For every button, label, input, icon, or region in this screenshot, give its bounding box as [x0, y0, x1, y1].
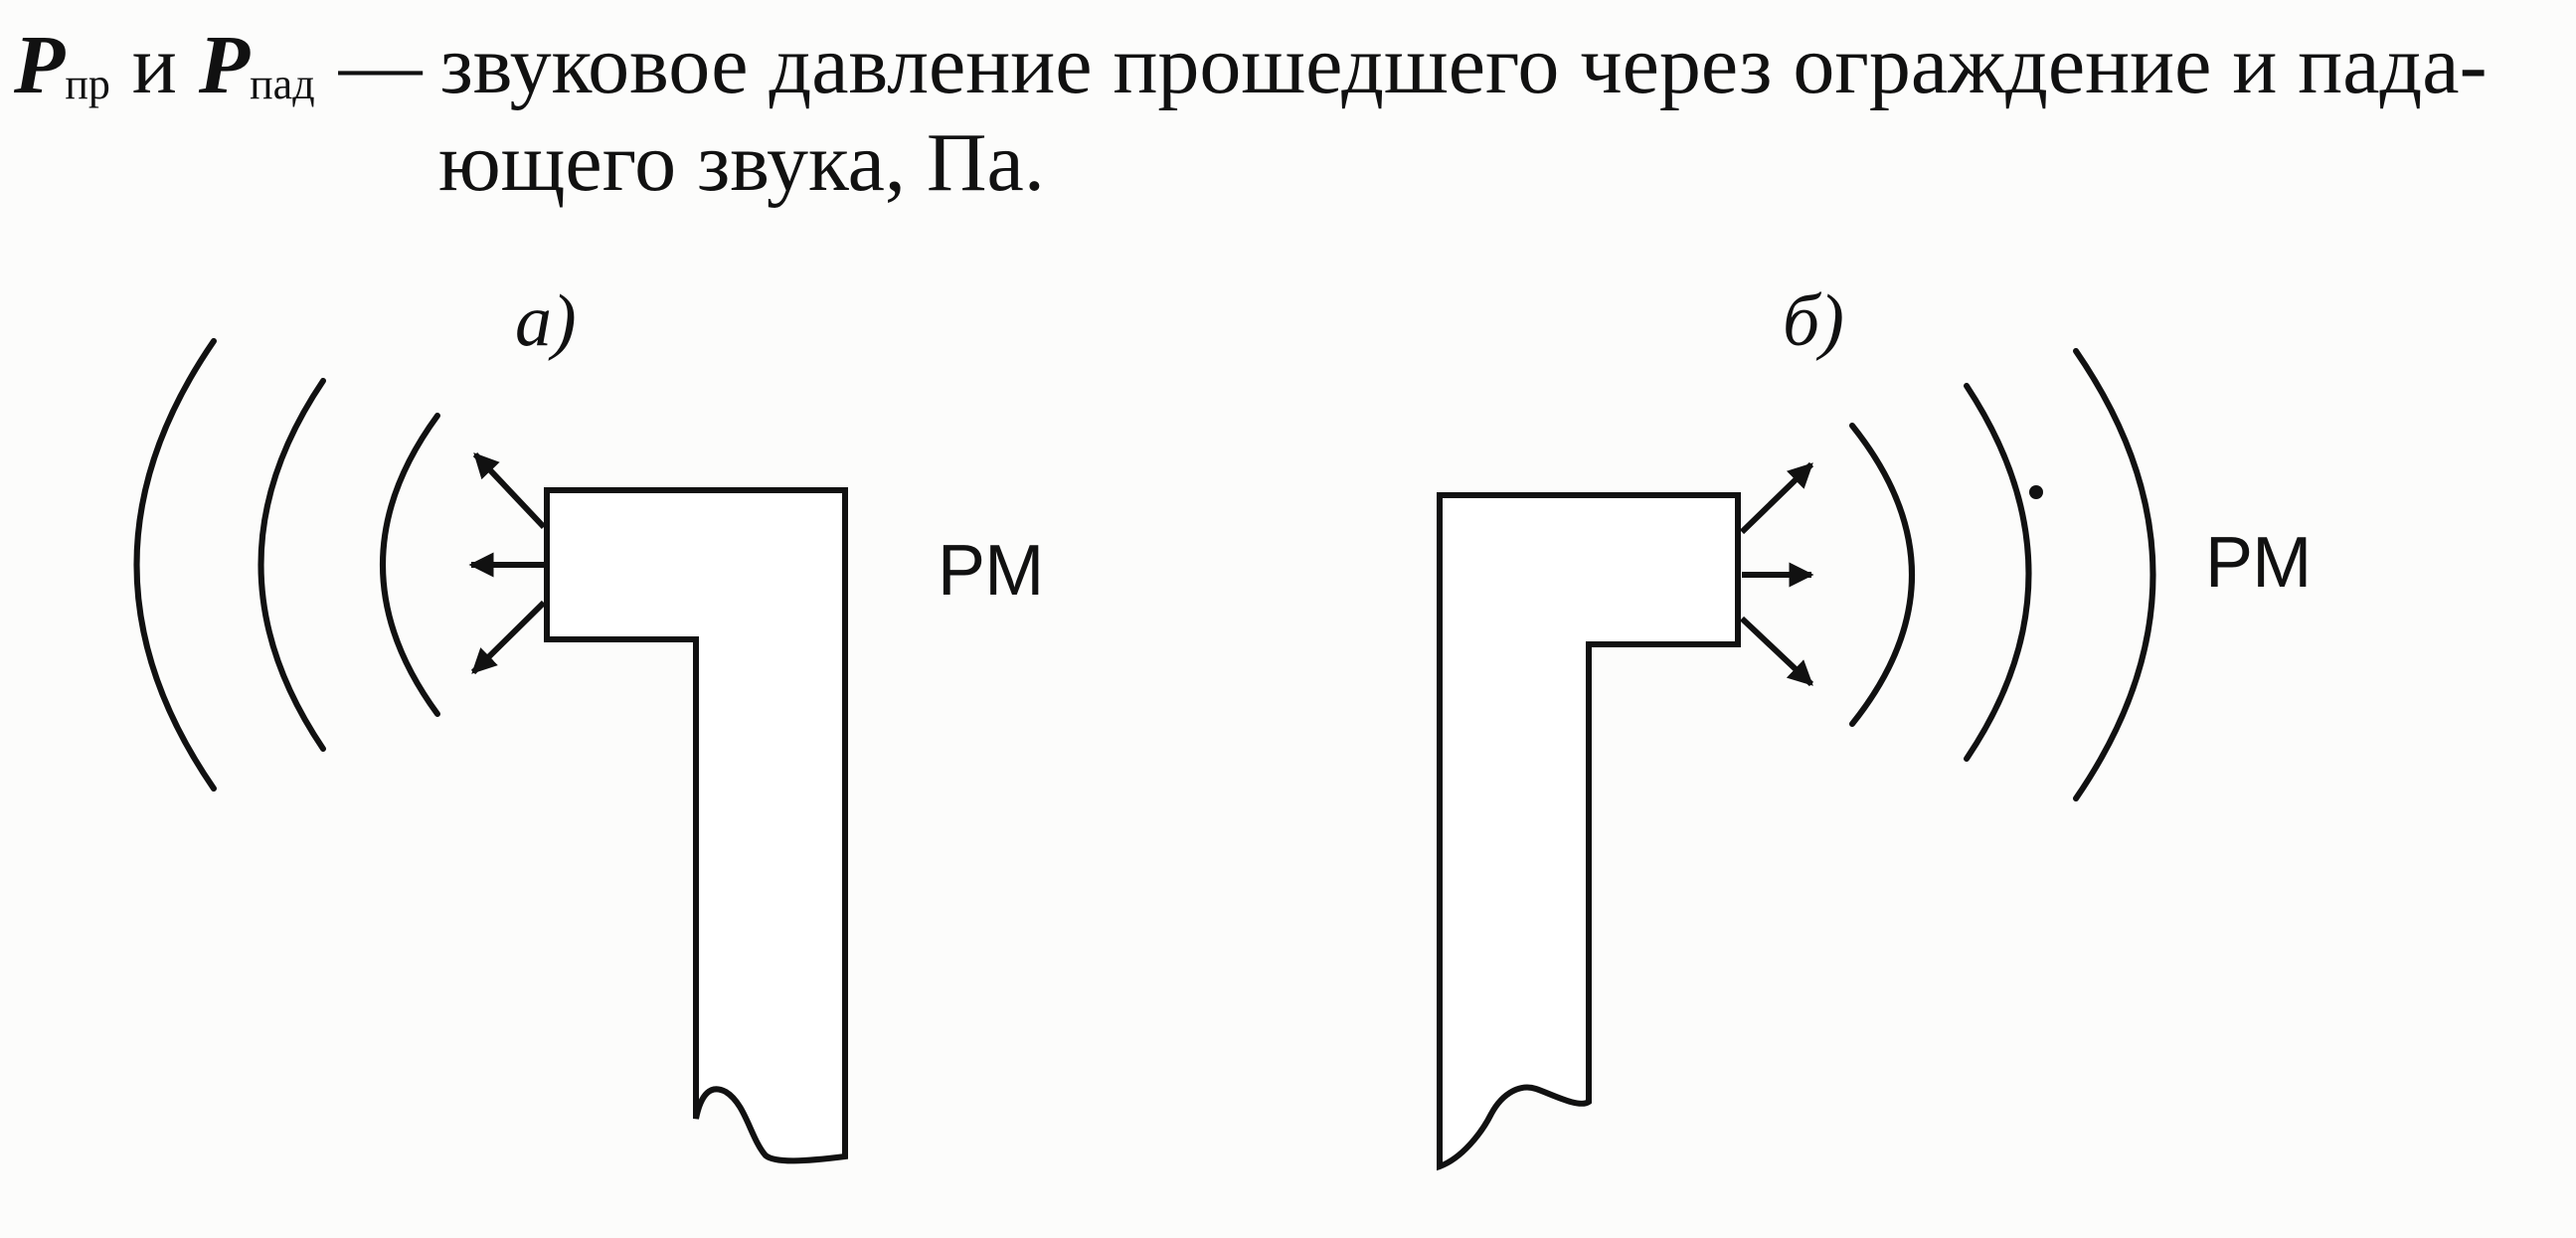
- panel-b-arrow-up-right: [1739, 461, 1814, 535]
- symbol-p-pr: Pпр: [14, 19, 110, 111]
- panel-a-arrow-up-left: [472, 451, 547, 530]
- panel-a-wave-2: [258, 378, 326, 752]
- panel-a-label: а): [515, 280, 577, 362]
- panel-a-arrow-down-left: [470, 600, 547, 675]
- panel-b-emission-arrows: [1739, 461, 1814, 687]
- panel-b-device-label: РМ: [2205, 523, 2313, 603]
- panel-a-wave-3: [133, 338, 217, 792]
- panel-a-wave-1: [380, 413, 440, 717]
- panel-a-device-body: [544, 487, 848, 1164]
- panel-a-sound-waves: [133, 338, 440, 792]
- panel-b-wave-2: [1964, 383, 2032, 762]
- panel-a-device-label: РМ: [938, 531, 1045, 611]
- panel-b-sound-waves: [1849, 348, 2156, 801]
- panel-b-device-body: [1437, 492, 1741, 1171]
- panel-b-wave-dot: [2029, 485, 2043, 499]
- definition-line-2: ющего звука, Па.: [438, 116, 1045, 209]
- panel-b-wave-3: [2073, 348, 2156, 801]
- panel-b-label: б): [1783, 280, 1844, 362]
- panel-b-wave-1: [1849, 423, 1915, 727]
- symbol-p-pad: Pпад: [198, 19, 315, 111]
- panel-b-arrow-down-right: [1739, 616, 1814, 687]
- panel-a-emission-arrows: [468, 451, 547, 675]
- em-dash: —: [338, 19, 423, 111]
- definition-text: звуковое давление прошедшего через ограж…: [439, 19, 2488, 111]
- conjunction: и: [131, 19, 177, 111]
